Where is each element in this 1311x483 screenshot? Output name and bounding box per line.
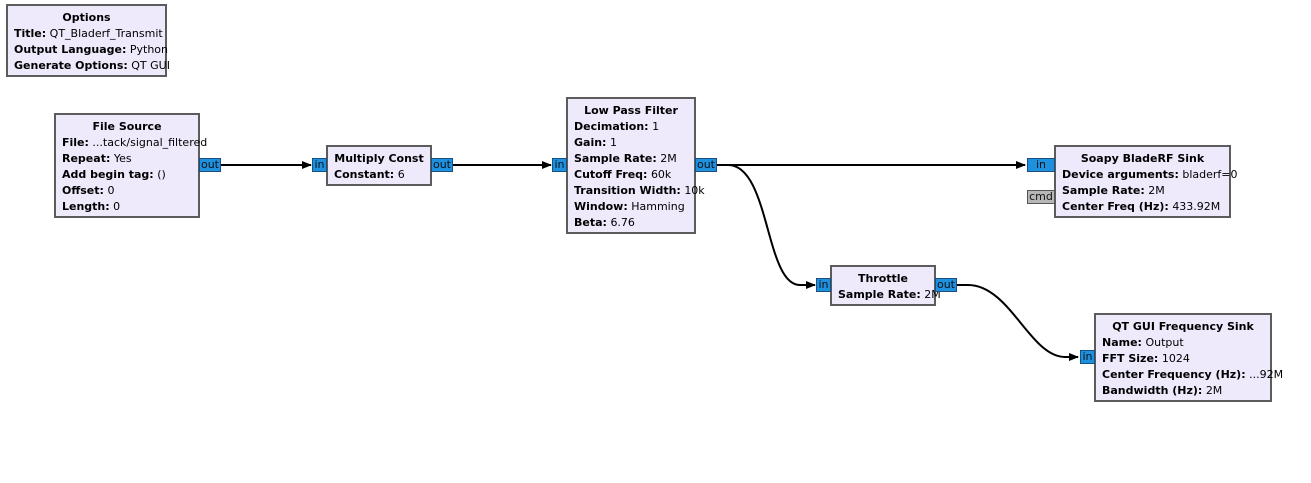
freq-sink-row-name: Name: Output xyxy=(1102,336,1184,349)
options-block[interactable]: Options Title: QT_Bladerf_Transmit Outpu… xyxy=(6,4,170,77)
soapy-row-center-freq: Center Freq (Hz): 433.92M xyxy=(1062,200,1221,213)
low-pass-filter-title: Low Pass Filter xyxy=(584,104,678,117)
freq-sink-title: QT GUI Frequency Sink xyxy=(1112,320,1254,333)
soapy-bladerf-sink-block[interactable]: Soapy BladeRF Sink Device arguments: bla… xyxy=(1054,145,1238,218)
soapy-row-sample-rate: Sample Rate: 2M xyxy=(1062,184,1165,197)
wire-lowpass-to-throttle[interactable] xyxy=(717,164,816,289)
lpf-row-decimation: Decimation: 1 xyxy=(574,120,660,133)
options-row-title: Title: QT_Bladerf_Transmit xyxy=(14,27,163,40)
qt-gui-frequency-sink-block[interactable]: QT GUI Frequency Sink Name: Output FFT S… xyxy=(1094,313,1284,402)
multiply-const-in-port[interactable]: in xyxy=(312,158,327,172)
options-title: Options xyxy=(62,11,111,24)
freq-sink-row-bandwidth: Bandwidth (Hz): 2M xyxy=(1102,384,1223,397)
file-source-out-port[interactable]: out xyxy=(199,158,221,172)
lpf-row-cutoff: Cutoff Freq: 60k xyxy=(574,168,672,181)
multiply-const-block[interactable]: Multiply Const Constant: 6 xyxy=(326,145,432,186)
soapy-sink-in-port[interactable]: in xyxy=(1027,158,1055,172)
throttle-block[interactable]: Throttle Sample Rate: 2M xyxy=(830,265,941,306)
throttle-out-port[interactable]: out xyxy=(935,278,957,292)
freq-sink-row-center-freq: Center Frequency (Hz): ...92M xyxy=(1102,368,1284,381)
file-source-row-begin-tag: Add begin tag: () xyxy=(62,168,166,181)
multiply-const-row-constant: Constant: 6 xyxy=(334,168,405,181)
low-pass-filter-in-port[interactable]: in xyxy=(552,158,567,172)
file-source-title: File Source xyxy=(92,120,162,133)
options-row-language: Output Language: Python xyxy=(14,43,168,56)
freq-sink-row-fft-size: FFT Size: 1024 xyxy=(1102,352,1190,365)
lpf-row-transition: Transition Width: 10k xyxy=(574,184,705,197)
multiply-const-out-port[interactable]: out xyxy=(431,158,453,172)
options-row-generate: Generate Options: QT GUI xyxy=(14,59,170,72)
throttle-in-port[interactable]: in xyxy=(816,278,831,292)
throttle-row-sample-rate: Sample Rate: 2M xyxy=(838,288,941,301)
file-source-row-offset: Offset: 0 xyxy=(62,184,115,197)
low-pass-filter-out-port[interactable]: out xyxy=(695,158,717,172)
wire-throttle-to-freqsink[interactable] xyxy=(957,284,1079,361)
lpf-row-gain: Gain: 1 xyxy=(574,136,617,149)
soapy-sink-cmd-port[interactable]: cmd xyxy=(1027,190,1055,204)
file-source-row-repeat: Repeat: Yes xyxy=(62,152,132,165)
soapy-row-device-args: Device arguments: bladerf=0 xyxy=(1062,168,1238,181)
file-source-block[interactable]: File Source File: ...tack/signal_filtere… xyxy=(54,113,208,218)
freq-sink-in-port[interactable]: in xyxy=(1080,350,1095,364)
file-source-row-file: File: ...tack/signal_filtered xyxy=(62,136,208,149)
multiply-const-title: Multiply Const xyxy=(334,152,424,165)
low-pass-filter-block[interactable]: Low Pass Filter Decimation: 1 Gain: 1 Sa… xyxy=(566,97,705,234)
file-source-row-length: Length: 0 xyxy=(62,200,121,213)
throttle-title: Throttle xyxy=(857,272,909,285)
lpf-row-beta: Beta: 6.76 xyxy=(574,216,635,229)
soapy-sink-title: Soapy BladeRF Sink xyxy=(1080,152,1205,165)
lpf-row-window: Window: Hamming xyxy=(574,200,685,213)
lpf-row-sample-rate: Sample Rate: 2M xyxy=(574,152,677,165)
